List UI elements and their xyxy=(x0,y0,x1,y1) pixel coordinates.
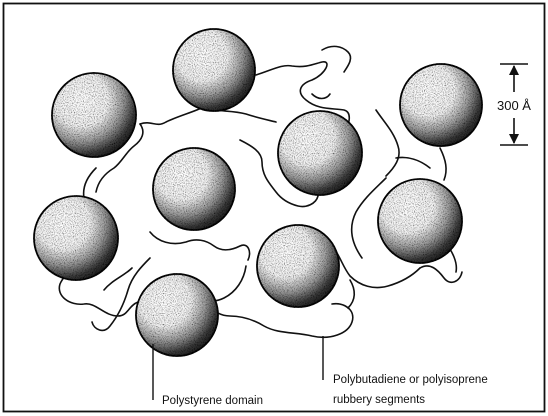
polystyrene-sphere xyxy=(173,29,255,111)
polystyrene-sphere xyxy=(257,225,339,307)
polystyrene-sphere xyxy=(153,148,235,230)
polystyrene-sphere xyxy=(52,73,136,157)
rubbery-segments-label-line2: rubbery segments xyxy=(333,394,425,406)
polystyrene-sphere xyxy=(400,64,482,146)
rubbery-segments-label-line1: Polybutadiene or polyisoprene xyxy=(333,374,488,386)
polystyrene-domain-label: Polystyrene domain xyxy=(162,395,263,407)
polystyrene-sphere xyxy=(136,274,218,356)
polystyrene-sphere xyxy=(278,111,362,195)
polystyrene-sphere xyxy=(378,179,462,263)
polystyrene-sphere xyxy=(34,196,118,280)
scale-bar-label: 300 Å xyxy=(497,98,531,113)
